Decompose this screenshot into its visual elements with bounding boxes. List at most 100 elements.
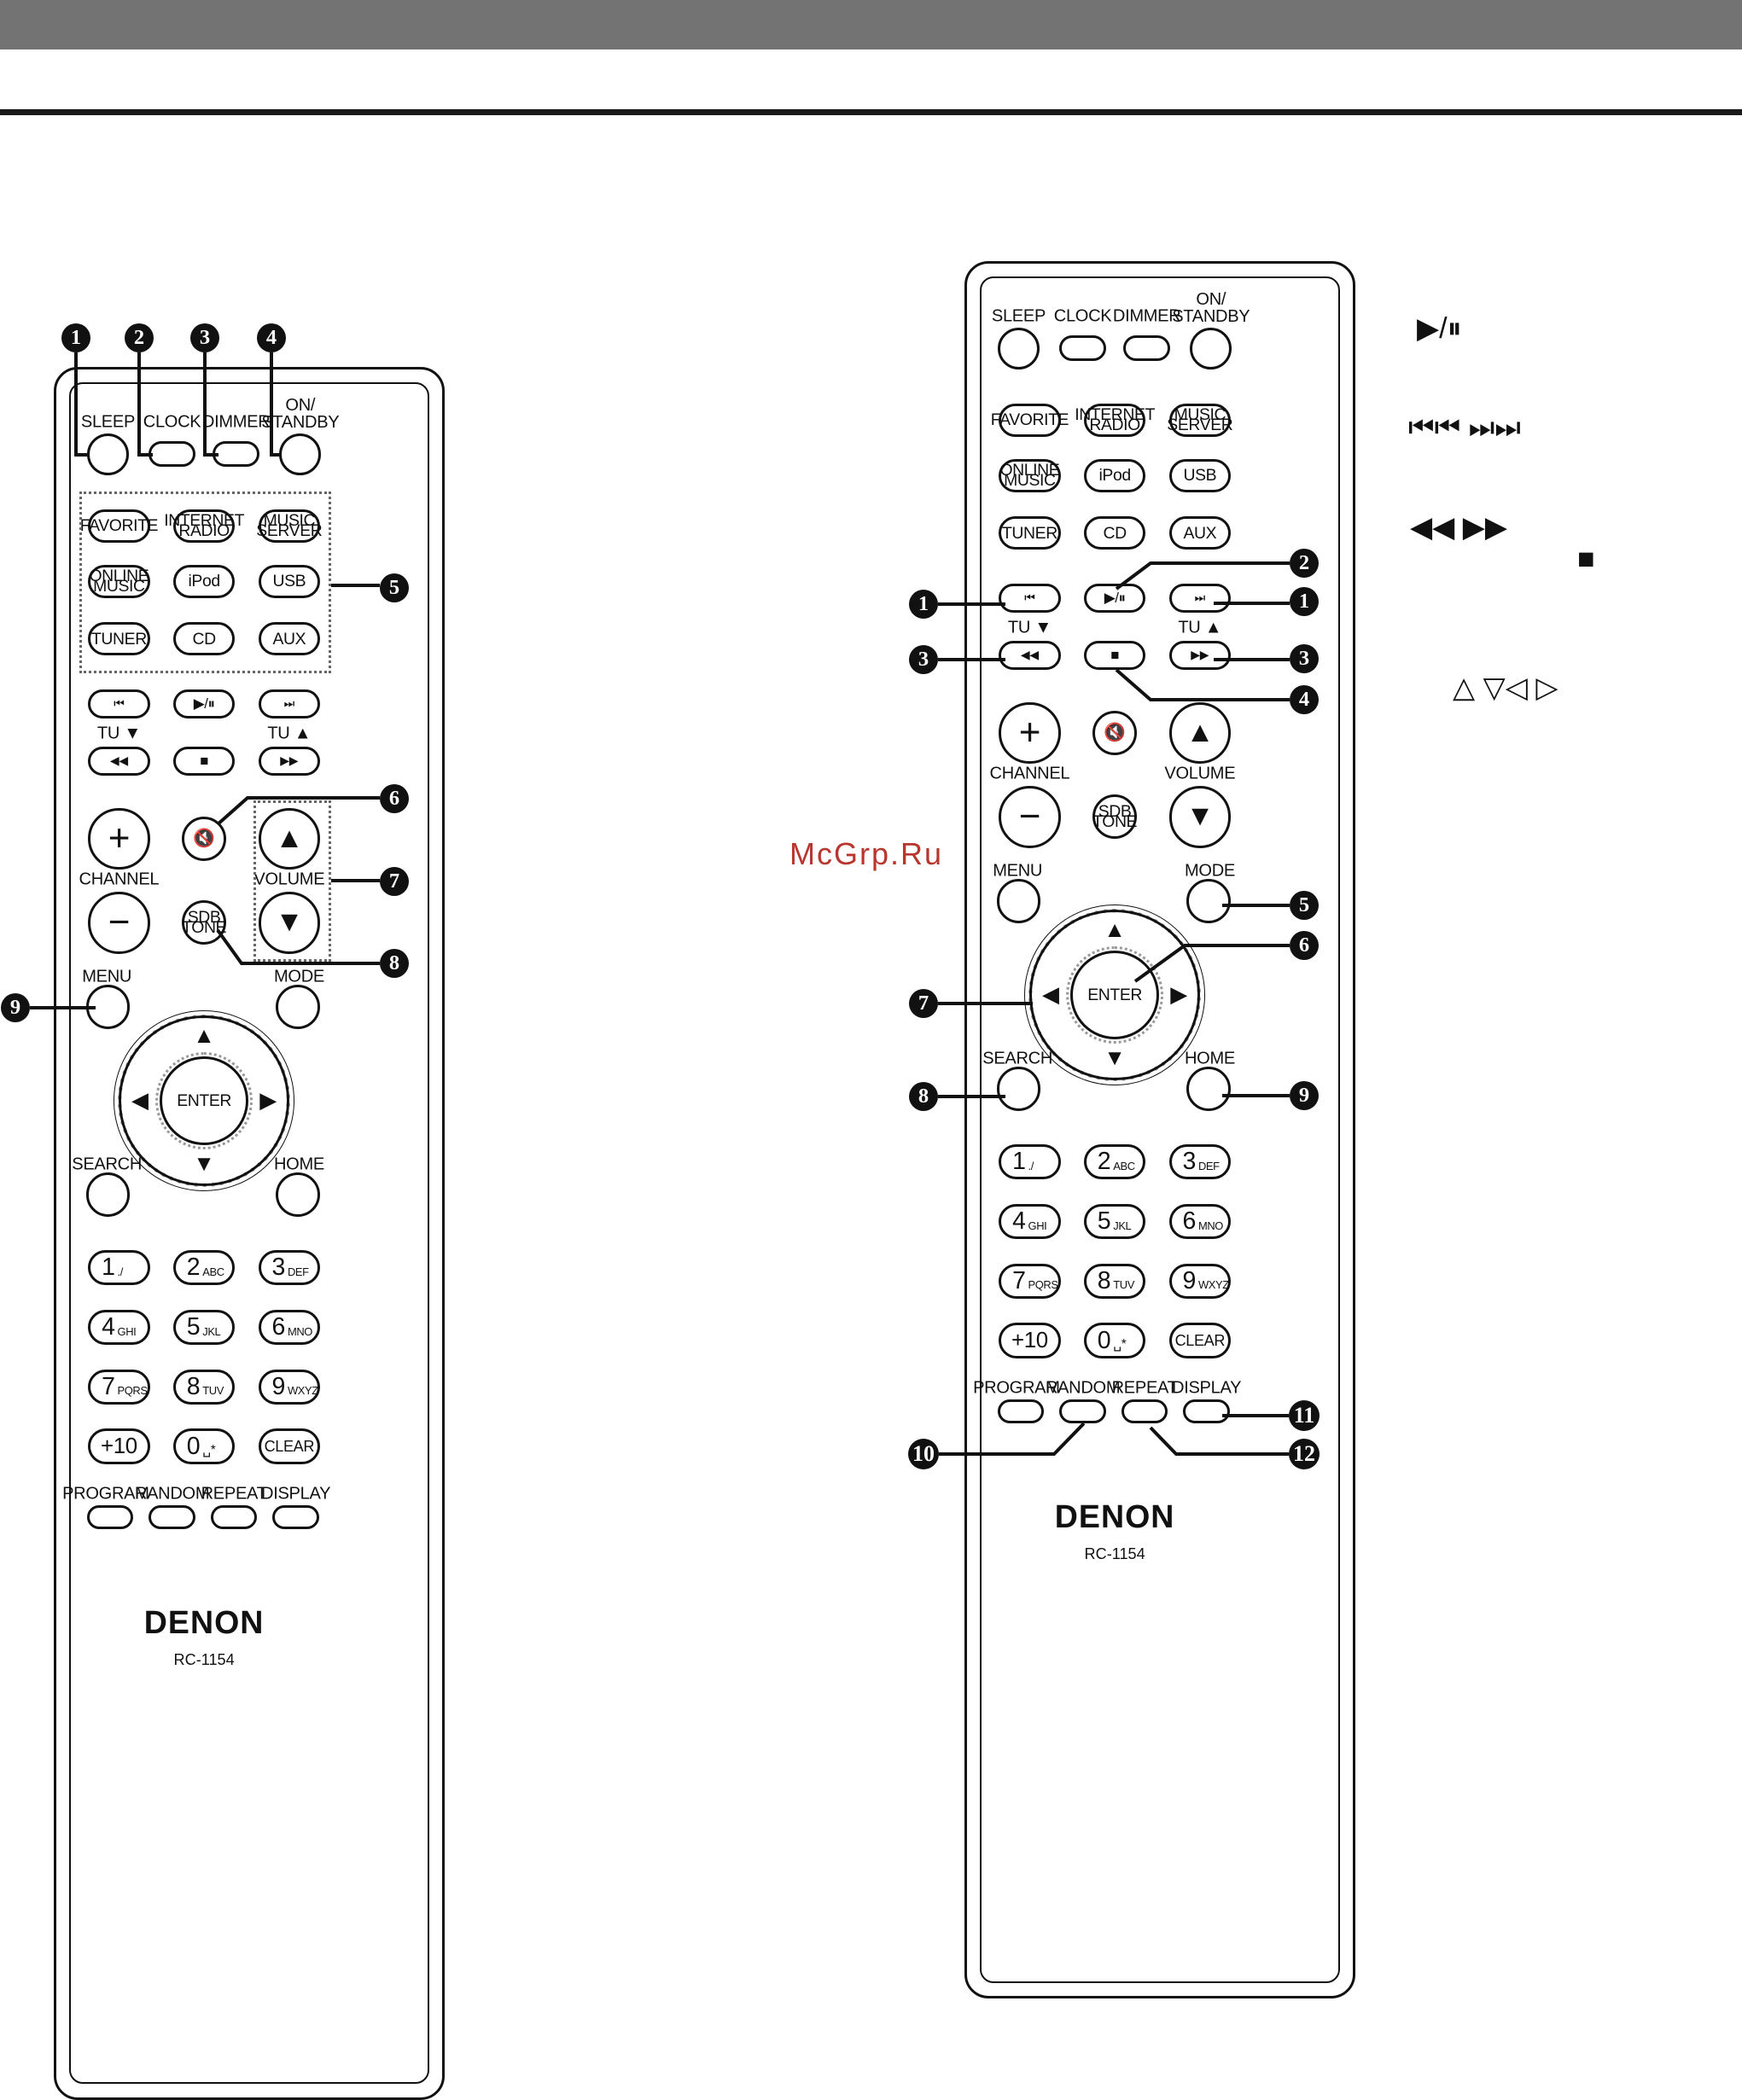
right-display-button[interactable] (1183, 1399, 1230, 1424)
left-usb-button[interactable]: USB (258, 564, 321, 598)
left-channel-up-button[interactable]: + (88, 807, 150, 870)
right-plus10-button[interactable]: +10 (999, 1323, 1061, 1358)
left-rewind-button[interactable]: ◀◀ (88, 747, 150, 777)
right-volume-up-button[interactable]: ▲ (1168, 701, 1232, 765)
left-repeat-button[interactable] (210, 1504, 258, 1530)
right-number-1-button[interactable]: 1./ (999, 1143, 1061, 1180)
right-enter-button[interactable]: ENTER (1065, 945, 1164, 1044)
right-cursor-left-button[interactable]: ◀ (1042, 982, 1059, 1007)
left-number-1-button[interactable]: 1./ (88, 1249, 150, 1286)
left-next-button[interactable]: ⏭ (258, 689, 321, 718)
left-display-button[interactable] (272, 1504, 319, 1530)
right-ipod-button[interactable]: iPod (1083, 458, 1146, 492)
left-label-repeat: REPEAT (201, 1484, 267, 1504)
left-music-server-button[interactable]: MUSIC SERVER (256, 509, 323, 543)
right-stop-button[interactable]: ■ (1083, 641, 1146, 671)
right-favorite-button[interactable]: FAVORITE (991, 404, 1069, 437)
right-channel-down-button[interactable]: − (999, 786, 1061, 848)
right-rewind-button[interactable]: ◀◀ (999, 641, 1061, 671)
left-enter-button[interactable]: ENTER (154, 1051, 253, 1150)
left-play-pause-button[interactable]: ▶/⏸ (172, 689, 236, 718)
right-mode-button[interactable] (1186, 878, 1232, 923)
left-volume-down-button[interactable]: ▼ (258, 892, 321, 954)
left-clear-button[interactable]: CLEAR (258, 1428, 321, 1464)
right-dimmer-button[interactable] (1123, 335, 1170, 362)
right-home-button[interactable] (1186, 1067, 1232, 1111)
left-on-standby-button[interactable] (279, 433, 322, 475)
left-ipod-button[interactable]: iPod (172, 564, 236, 598)
right-search-button[interactable] (996, 1067, 1041, 1111)
right-clock-button[interactable] (1059, 335, 1106, 362)
left-cursor-up-button[interactable]: ▲ (193, 1024, 215, 1049)
right-mute-button[interactable]: 🔇 (1092, 711, 1138, 755)
left-internet-radio-button[interactable]: INTERNET RADIO (164, 509, 244, 543)
left-cursor-left-button[interactable]: ◀ (131, 1088, 149, 1113)
left-plus10-button[interactable]: +10 (88, 1428, 150, 1464)
left-clock-button[interactable] (149, 441, 195, 468)
left-search-button[interactable] (85, 1172, 131, 1217)
right-music-server-button[interactable]: MUSIC SERVER (1167, 404, 1233, 437)
left-random-button[interactable] (149, 1504, 195, 1530)
left-sdb-tone-button[interactable]: SDB TONE (182, 900, 227, 945)
left-stop-button[interactable]: ■ (172, 747, 236, 777)
right-on-standby-button[interactable] (1190, 327, 1232, 369)
right-label-menu: MENU (993, 861, 1043, 881)
right-usb-button[interactable]: USB (1168, 458, 1232, 492)
right-menu-button[interactable] (996, 878, 1041, 923)
right-channel-up-button[interactable]: + (999, 701, 1061, 765)
left-cursor-right-button[interactable]: ▶ (259, 1088, 277, 1113)
left-favorite-button[interactable]: FAVORITE (80, 509, 158, 543)
left-home-button[interactable] (276, 1172, 321, 1217)
right-sdb-tone-button[interactable]: SDB TONE (1092, 794, 1138, 840)
right-aux-button[interactable]: AUX (1168, 516, 1232, 550)
right-prev-button[interactable]: ⏮ (999, 584, 1061, 613)
left-source-group-box (79, 492, 332, 673)
right-volume-down-button[interactable]: ▼ (1168, 786, 1232, 848)
right-cursor-right-button[interactable]: ▶ (1170, 982, 1188, 1007)
left-volume-up-button[interactable]: ▲ (258, 807, 321, 870)
left-aux-button[interactable]: AUX (258, 622, 321, 655)
left-channel-down-button[interactable]: − (88, 892, 150, 954)
right-cursor-down-button[interactable]: ▼ (1104, 1046, 1126, 1071)
left-ffwd-button[interactable]: ▶▶ (258, 747, 321, 777)
right-internet-radio-button[interactable]: INTERNET RADIO (1075, 404, 1155, 437)
right-cd-button[interactable]: CD (1083, 516, 1146, 550)
right-sleep-button[interactable] (997, 327, 1040, 369)
left-cursor-down-button[interactable]: ▼ (193, 1152, 215, 1177)
right-play-pause-button[interactable]: ▶/⏸ (1083, 584, 1146, 613)
right-cursor-up-button[interactable]: ▲ (1104, 918, 1126, 943)
right-repeat-button[interactable] (1121, 1399, 1168, 1424)
right-program-button[interactable] (997, 1399, 1045, 1424)
right-online-music-button[interactable]: ONLINE MUSIC (999, 458, 1061, 492)
left-dimmer-button[interactable] (213, 441, 259, 468)
left-cd-button[interactable]: CD (172, 622, 236, 655)
left-number-0-button[interactable]: 0␣* (172, 1428, 236, 1464)
left-online-music-button[interactable]: ONLINE MUSIC (88, 564, 150, 598)
left-tuner-button[interactable]: TUNER (88, 622, 150, 655)
right-tuner-button[interactable]: TUNER (999, 516, 1061, 550)
right-clear-button[interactable]: CLEAR (1168, 1323, 1232, 1358)
right-number-0-button[interactable]: 0␣* (1083, 1323, 1146, 1358)
left-prev-button[interactable]: ⏮ (88, 689, 150, 718)
left-mode-button[interactable] (276, 984, 321, 1029)
right-leader-12 (1149, 1426, 1289, 1456)
left-program-button[interactable] (86, 1504, 134, 1530)
right-ffwd-button[interactable]: ▶▶ (1168, 641, 1232, 671)
right-next-button[interactable]: ⏭ (1168, 584, 1232, 613)
